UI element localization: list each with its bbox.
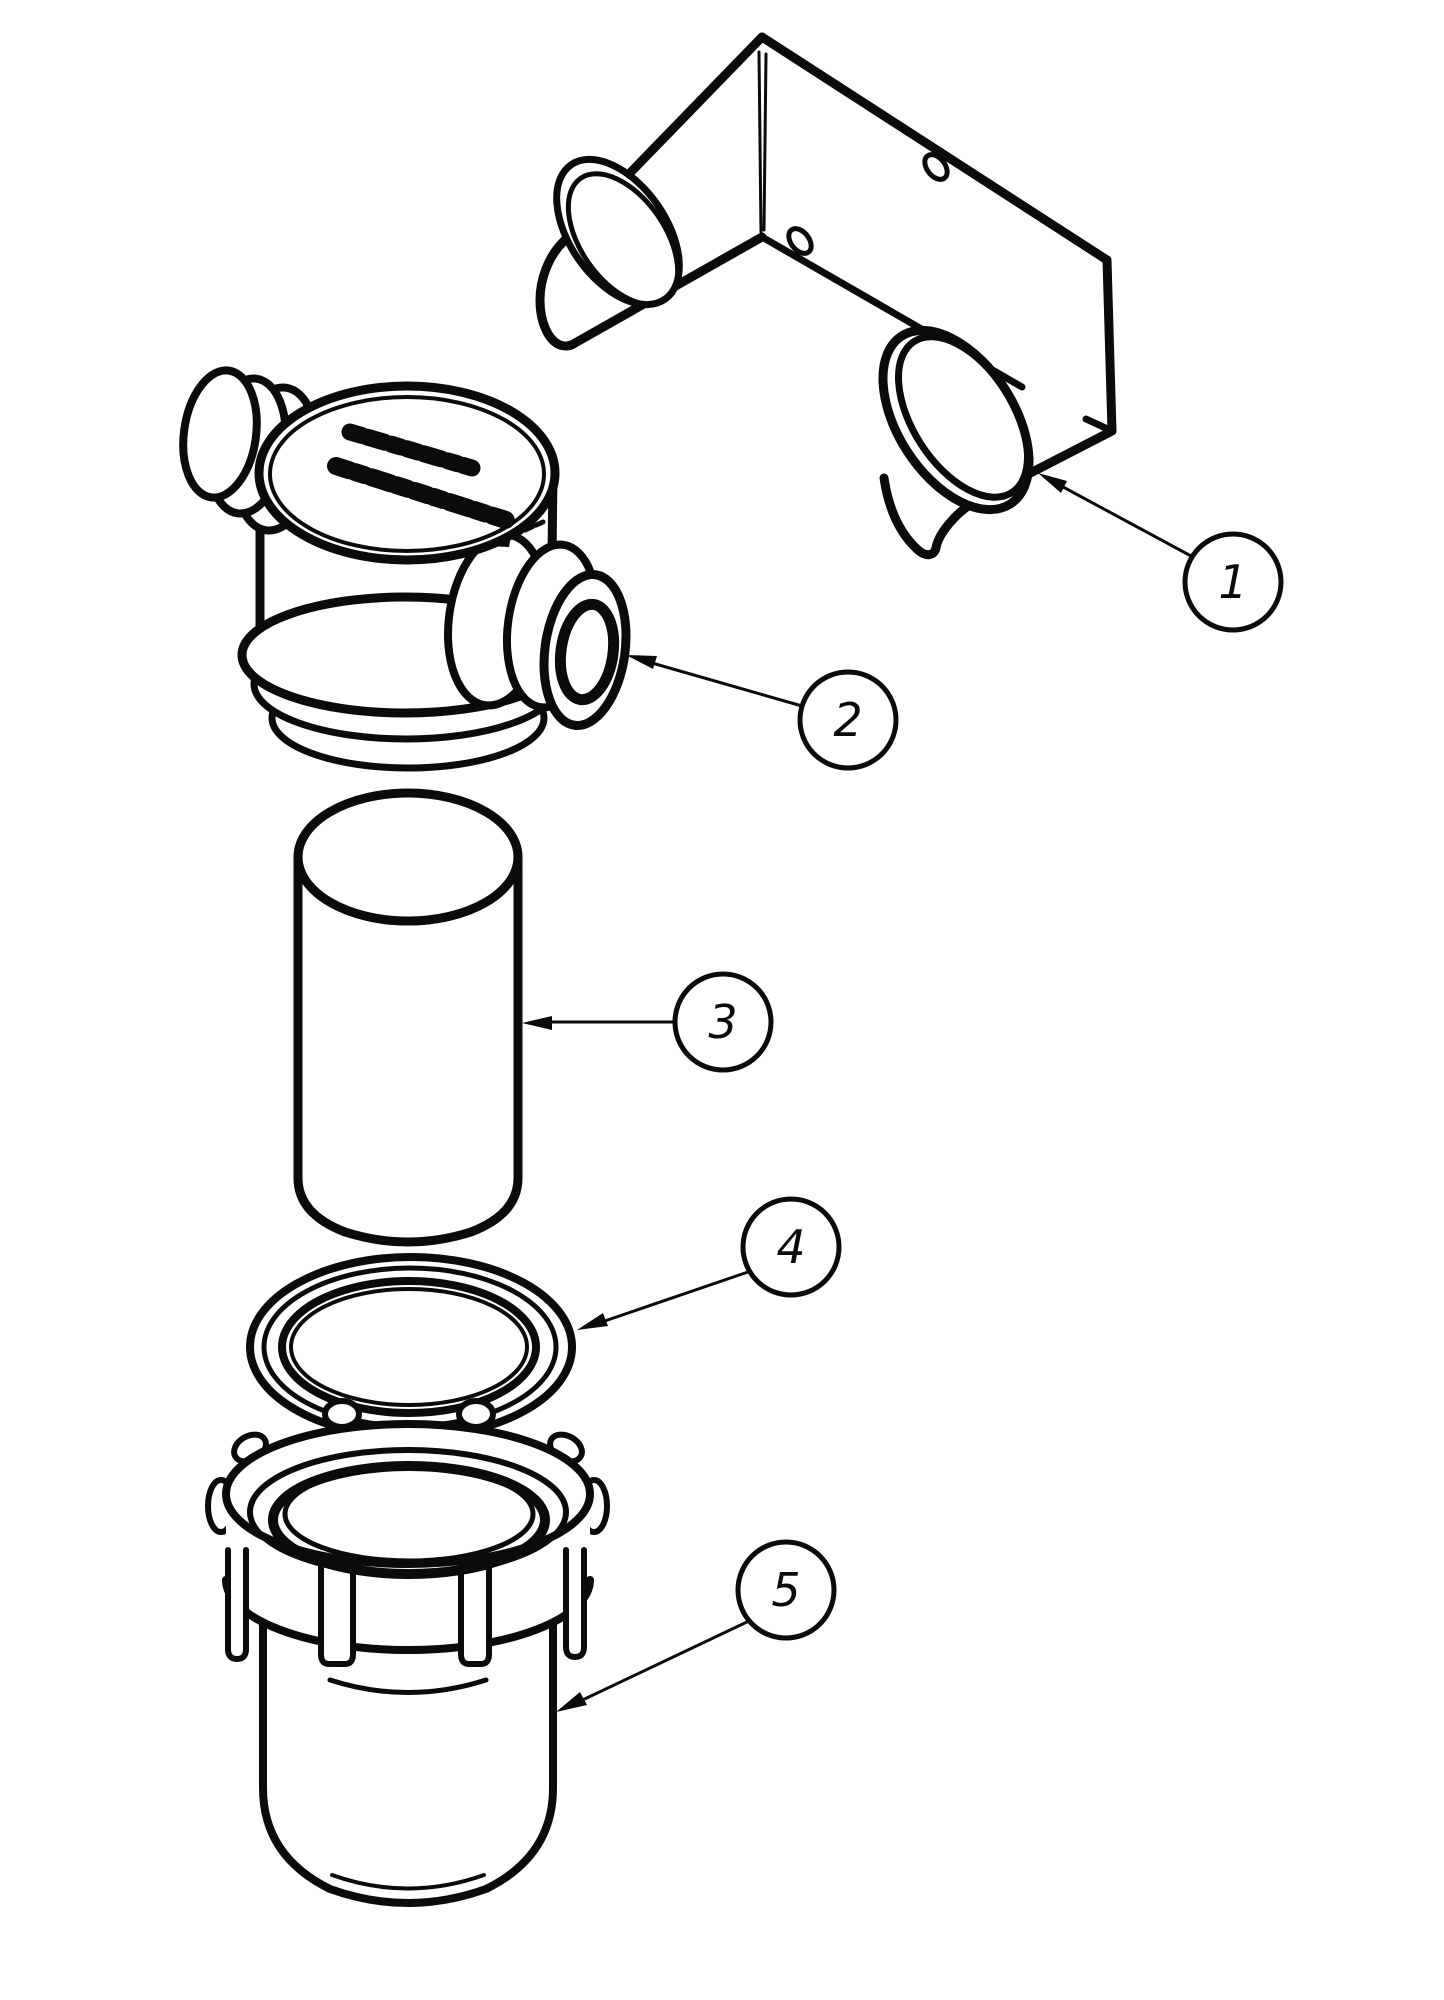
bracket-fold-line-b: [762, 52, 768, 232]
filter-bowl: [205, 1398, 610, 1907]
filter-head: [179, 366, 631, 772]
outlet-bore: [554, 598, 620, 706]
callout-balloon-2[interactable]: [797, 669, 899, 771]
callout-number-4: 4: [776, 1220, 805, 1274]
callout-balloon-5[interactable]: [735, 1539, 837, 1641]
collar-rib-3: [458, 1562, 492, 1667]
leader-arrowhead-1: [1038, 473, 1067, 493]
filter-cartridge: [293, 788, 523, 1247]
callout-balloon-3[interactable]: [672, 971, 774, 1073]
leader-line-4: [591, 1270, 750, 1327]
leader-line-5: [570, 1619, 751, 1707]
leader-arrowhead-4: [577, 1313, 608, 1330]
bowl-shoulder-arc: [327, 1677, 489, 1695]
callout-number-1: 1: [1218, 555, 1247, 609]
leader-arrowhead-2: [626, 655, 657, 669]
collar-rib-1: [225, 1547, 249, 1662]
mounting-bracket: [535, 32, 1117, 560]
o-ring-outer-highlight: [261, 1265, 559, 1429]
callout-2[interactable]: 2: [626, 655, 899, 771]
bracket-fold-line-a: [757, 50, 763, 234]
bowl-body: [259, 1596, 557, 1907]
collar-rib-2: [318, 1562, 356, 1667]
o-ring-inner-highlight: [289, 1287, 529, 1407]
callout-number-2: 2: [833, 693, 862, 747]
inlet-ring-end: [179, 366, 261, 502]
leader-line-1: [1050, 479, 1193, 558]
callout-balloon-4[interactable]: [740, 1196, 842, 1298]
bracket-right-face: [879, 255, 1117, 560]
callout-3[interactable]: 3: [522, 971, 774, 1073]
bracket-right-hole-inner: [894, 333, 1032, 501]
o-ring-inner-edge: [278, 1277, 540, 1417]
bracket-left-hole-inner: [565, 171, 681, 307]
bracket-saddle-edge-right: [1082, 415, 1116, 435]
flow-arrow-head: [488, 530, 512, 547]
leader-arrowhead-3: [522, 1016, 552, 1030]
collar-lug-back-right: [456, 1398, 496, 1430]
callout-balloon-1[interactable]: [1182, 531, 1284, 633]
bracket-screw-hole-front: [786, 226, 814, 256]
cartridge-top-face: [293, 788, 523, 926]
embossed-text-row2: [327, 457, 515, 529]
bracket-screw-hole-rear: [922, 152, 950, 182]
bowl-bore-inner: [282, 1464, 536, 1564]
leader-line-2: [643, 659, 804, 708]
callout-1[interactable]: 1: [1038, 473, 1284, 633]
collar-rib-4: [563, 1547, 587, 1660]
callout-5[interactable]: 5: [556, 1539, 837, 1712]
bracket-right-hole-outer: [878, 325, 1034, 515]
callout-number-5: 5: [771, 1563, 800, 1617]
bowl-bottom-inner-arc: [330, 1873, 486, 1891]
callout-number-3: 3: [708, 995, 737, 1049]
bracket-top-edge: [757, 32, 1112, 265]
o-ring-gasket: [246, 1253, 576, 1441]
flow-arrow-shaft: [502, 519, 546, 542]
head-top-rim: [268, 395, 546, 553]
leader-arrowhead-5: [556, 1692, 587, 1712]
embossed-text-row1: [341, 423, 481, 477]
callout-4[interactable]: 4: [577, 1196, 842, 1330]
